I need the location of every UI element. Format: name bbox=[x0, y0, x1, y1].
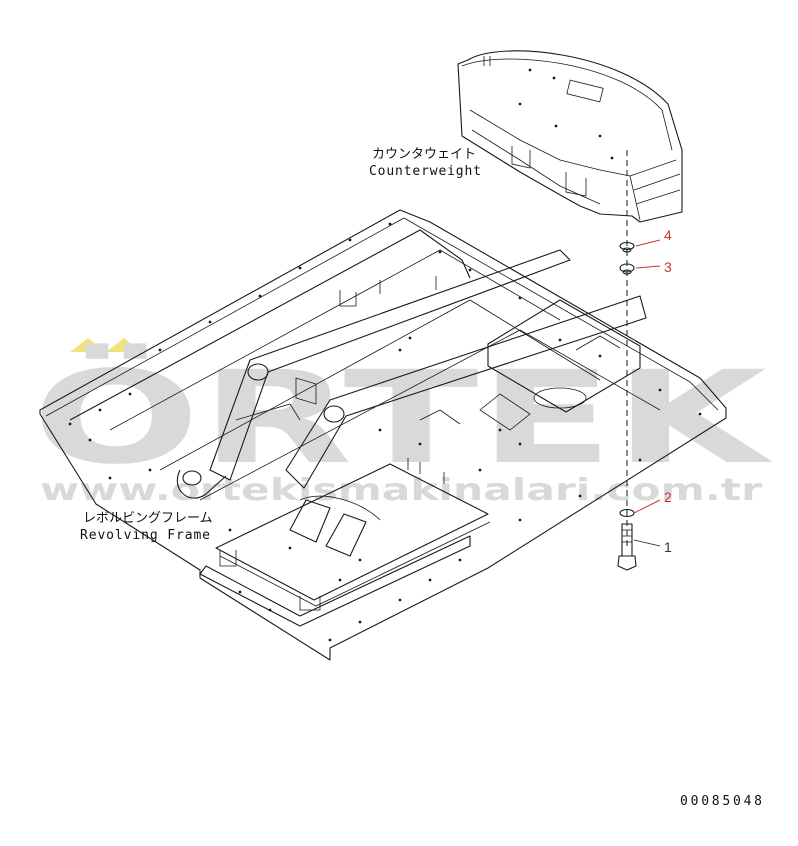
counterweight-label-en: Counterweight bbox=[369, 164, 481, 179]
watermark-url: www.ortekismakinalari.com.tr bbox=[40, 473, 762, 508]
callout-numbers: 4 3 2 1 bbox=[664, 227, 672, 555]
watermark-accent bbox=[70, 338, 142, 352]
callout-2: 2 bbox=[664, 489, 672, 505]
callout-3: 3 bbox=[664, 259, 672, 275]
watermark-brand: ÖRTEK bbox=[32, 343, 774, 493]
revolving-frame-label-jp: レボルビングフレーム bbox=[83, 511, 213, 526]
drawing-number: 00085048 bbox=[680, 794, 762, 809]
revolving-frame-label-en: Revolving Frame bbox=[80, 528, 210, 543]
revolving-frame-drawing bbox=[39, 209, 727, 661]
revolving-frame-label: レボルビングフレーム Revolving Frame bbox=[80, 511, 213, 543]
counterweight-drawing bbox=[457, 50, 683, 223]
watermark: ÖRTEK www.ortekismakinalari.com.tr bbox=[32, 338, 774, 508]
callout-leaders bbox=[633, 239, 661, 547]
counterweight-label-jp: カウンタウェイト bbox=[372, 147, 476, 162]
callout-4: 4 bbox=[664, 227, 672, 243]
callout-1: 1 bbox=[664, 539, 672, 555]
counterweight-label: カウンタウェイト Counterweight bbox=[369, 147, 481, 179]
bolt-hole-dots bbox=[68, 222, 702, 642]
